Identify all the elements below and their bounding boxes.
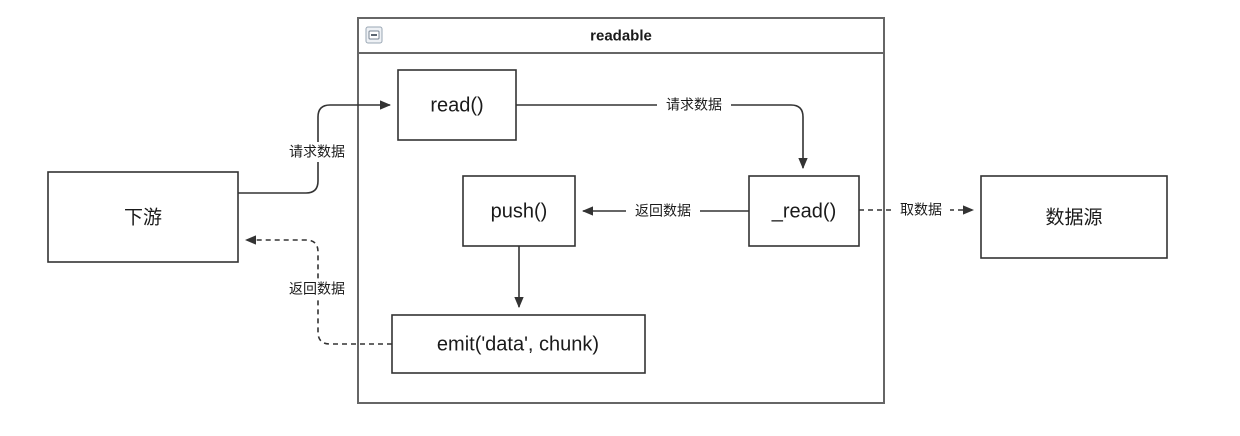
edge-_read-to-push: 返回数据	[581, 201, 749, 221]
edge-label-emit-to-downstream: 返回数据	[289, 282, 345, 298]
edge-label-_read-to-datasource: 取数据	[900, 203, 942, 219]
node-datasource-label: 数据源	[1045, 207, 1102, 229]
edge-label-bg	[281, 279, 353, 299]
node-emit-label: emit('data', chunk)	[437, 333, 599, 355]
node-read[interactable]: read()	[397, 69, 517, 141]
node-downstream-label: 下游	[124, 207, 162, 229]
edge-label-bg	[892, 200, 950, 220]
edge-label-read-to-_read: 请求数据	[666, 98, 722, 114]
edge-downstream-to-read: 请求数据	[238, 100, 392, 194]
readable-container-title: readable	[590, 27, 652, 44]
readable-container-header	[357, 17, 885, 54]
edge-emit-to-downstream: 返回数据	[244, 235, 392, 345]
node-push[interactable]: push()	[462, 175, 576, 247]
edge-_read-to-datasource: 取数据	[859, 200, 975, 220]
node-datasource[interactable]: 数据源	[980, 175, 1168, 259]
edge-label-_read-to-push: 返回数据	[635, 204, 691, 220]
edge-label-bg	[626, 201, 700, 221]
edge-label-bg	[281, 142, 353, 162]
edge-label-bg	[657, 95, 731, 115]
node-downstream[interactable]: 下游	[47, 171, 239, 263]
collapse-minus-icon[interactable]	[365, 26, 383, 44]
node-push-label: push()	[491, 200, 548, 222]
node-read-label: read()	[430, 94, 483, 116]
node-_read[interactable]: _read()	[748, 175, 860, 247]
node-_read-label: _read()	[771, 200, 836, 222]
edge-label-downstream-to-read: 请求数据	[289, 145, 345, 161]
edge-read-to-_read: 请求数据	[516, 95, 808, 170]
node-emit[interactable]: emit('data', chunk)	[391, 314, 646, 374]
